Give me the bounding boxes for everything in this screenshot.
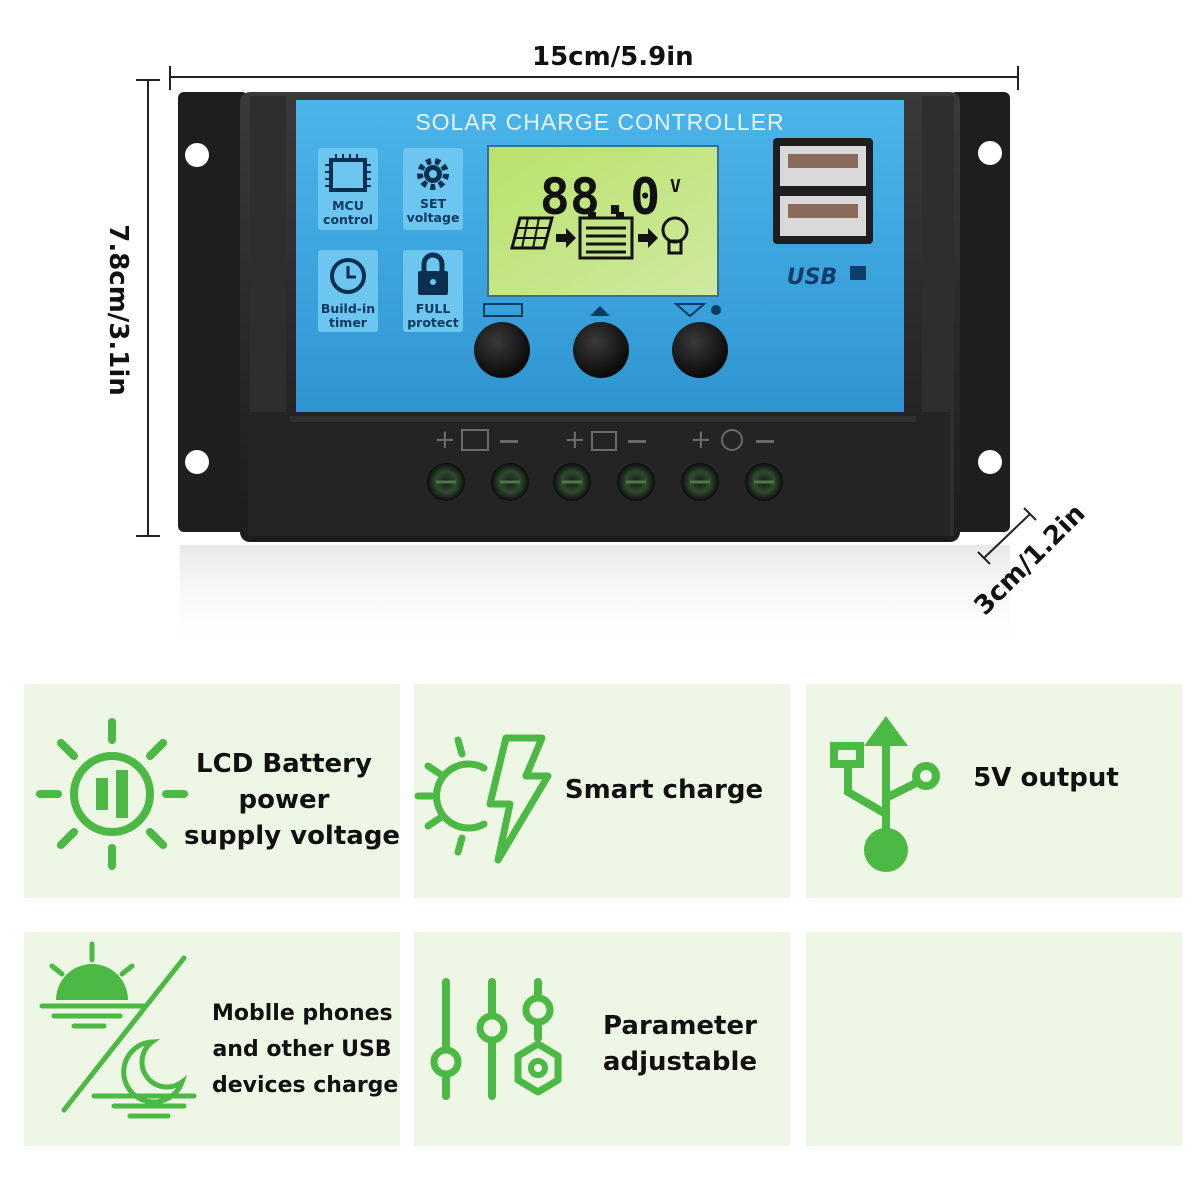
gear-icon xyxy=(417,158,449,190)
svg-text:SET: SET xyxy=(420,196,447,211)
usb-label: USB xyxy=(787,265,837,290)
down-button[interactable] xyxy=(672,322,728,378)
terminal-block xyxy=(248,412,950,536)
menu-button[interactable] xyxy=(474,322,530,378)
svg-text:control: control xyxy=(323,212,373,227)
lcd-value: 88.0 xyxy=(540,168,660,226)
right-flange xyxy=(950,92,1010,532)
sliders-icon xyxy=(430,978,562,1100)
sun-lightning-icon xyxy=(414,734,552,864)
svg-text:voltage: voltage xyxy=(407,210,460,225)
terminal-labels: + + + xyxy=(434,425,774,455)
svg-text:MCU: MCU xyxy=(332,198,364,213)
feature-card-smart-charge: Smart charge xyxy=(414,684,790,898)
feature-card-lcd: LCD Battery power supply voltage xyxy=(24,684,400,898)
clock-icon xyxy=(330,258,366,294)
feature-card-parameter: Parameter adjustable xyxy=(414,932,790,1146)
terminal-screws xyxy=(427,463,783,501)
svg-text:+: + xyxy=(564,425,586,455)
feature-card-5v-output: 5V output xyxy=(806,684,1182,898)
product-illustration: SOLAR CHARGE CONTROLLER MCU control SET … xyxy=(136,66,1037,655)
feature-tile-timer: Build-in timer xyxy=(318,250,378,332)
left-flange xyxy=(178,92,248,532)
reflection xyxy=(180,545,1010,655)
chip-icon xyxy=(325,154,371,192)
card-lcd-text: LCD Battery power supply voltage xyxy=(184,749,401,851)
svg-text:FULL: FULL xyxy=(416,301,451,316)
panel-title: SOLAR CHARGE CONTROLLER xyxy=(415,109,784,135)
feature-tile-protect: FULL protect xyxy=(403,250,463,332)
lock-icon xyxy=(418,252,448,295)
usb-symbol-icon xyxy=(830,716,940,872)
svg-text:+: + xyxy=(434,425,456,455)
card-mobile-charge-text: Moblle phones and other USB devices char… xyxy=(212,1001,399,1098)
usb-ports xyxy=(773,138,873,244)
feature-tile-set: SET voltage xyxy=(403,148,463,230)
lcd-bulb-icon xyxy=(661,216,689,255)
svg-text:protect: protect xyxy=(407,315,459,330)
height-dimension: 7.8cm/3.1in xyxy=(103,224,133,396)
width-dimension: 15cm/5.9in xyxy=(532,42,694,72)
lcd-display: 88.0 V xyxy=(487,145,719,297)
feature-card-empty xyxy=(806,932,1182,1146)
lcd-battery-icon xyxy=(578,212,634,260)
svg-text:+: + xyxy=(690,425,712,455)
dimension-lines xyxy=(136,66,1037,565)
feature-tile-mcu: MCU control xyxy=(318,148,378,230)
lcd-unit: V xyxy=(670,176,681,197)
button-symbols xyxy=(483,303,721,318)
lcd-solar-icon xyxy=(510,216,554,250)
card-parameter-text: Parameter adjustable xyxy=(602,1011,758,1077)
up-button[interactable] xyxy=(573,322,629,378)
sun-battery-icon xyxy=(36,718,188,870)
feature-card-mobile-charge: Moblle phones and other USB devices char… xyxy=(24,932,400,1146)
card-5v-output-text: 5V output xyxy=(973,763,1119,793)
card-smart-charge-text: Smart charge xyxy=(564,775,764,805)
svg-text:Build-in: Build-in xyxy=(321,301,375,316)
sunrise-moon-icon xyxy=(39,941,197,1119)
svg-text:timer: timer xyxy=(329,315,368,330)
